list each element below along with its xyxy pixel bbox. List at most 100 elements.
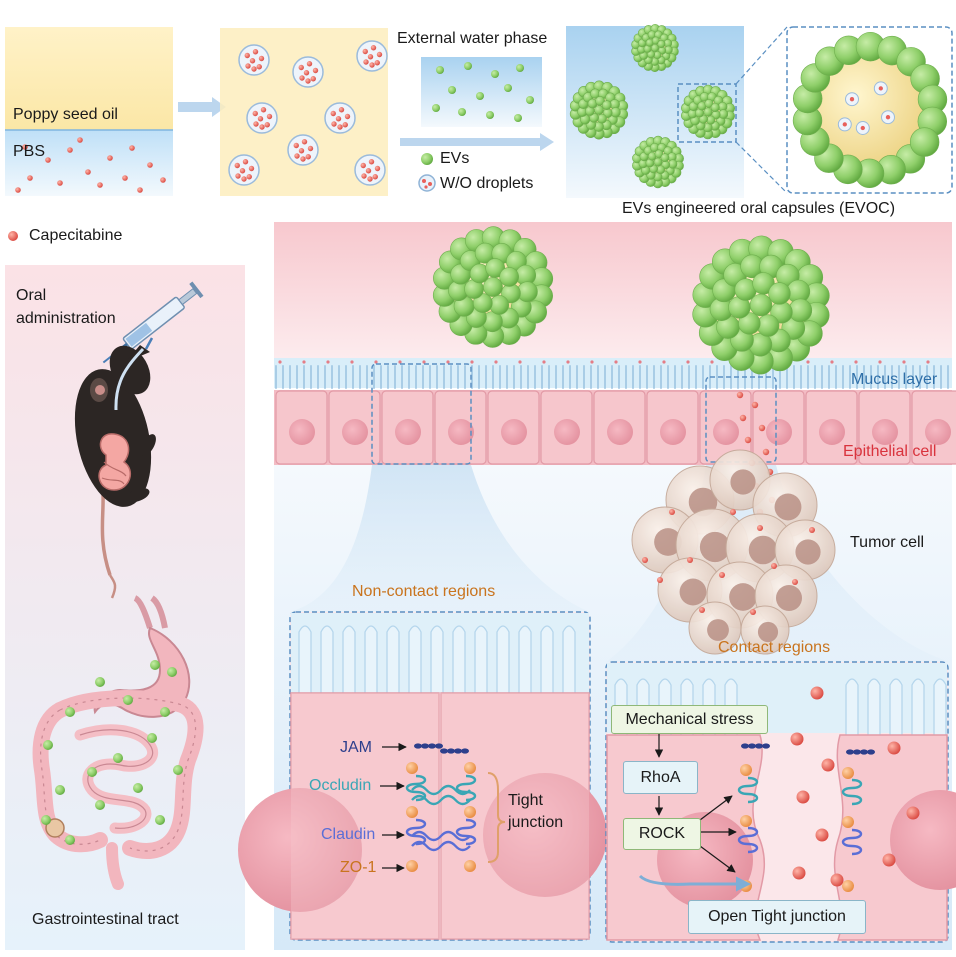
zoom-box-non-contact	[371, 363, 472, 465]
drug-dot	[792, 579, 798, 585]
ev-particle	[113, 753, 123, 763]
tumor-label: Tumor cell	[850, 534, 925, 551]
rhoa-box: RhoA	[623, 761, 698, 794]
capecitabine-legend-dot	[8, 231, 18, 241]
epithelial-cell	[858, 390, 911, 465]
jam-label: JAM	[340, 739, 372, 756]
capecitabine-label: Capecitabine	[29, 227, 123, 244]
drug-dot	[719, 572, 725, 578]
ev-particle	[476, 92, 484, 100]
drug-dot	[792, 866, 806, 880]
ev-particle	[436, 66, 444, 74]
evoc-capsule	[631, 23, 679, 73]
zo1-protein	[464, 806, 476, 818]
emulsion-panel	[220, 28, 388, 196]
epithelial-cell	[911, 390, 956, 465]
zoom-box-contact	[705, 376, 777, 463]
drug-dot	[129, 145, 135, 151]
jam-protein	[741, 743, 770, 749]
drug-dot	[699, 607, 705, 613]
process-arrow-2	[400, 133, 554, 151]
claudin-protein	[841, 828, 863, 856]
claudin-protein	[405, 818, 427, 846]
microvillus	[430, 625, 444, 693]
microvillus	[911, 678, 925, 735]
ev-particle	[514, 114, 522, 122]
evoc-capsule	[569, 80, 629, 140]
gastrointestinal-tract	[32, 595, 204, 890]
ev-particle	[87, 767, 97, 777]
microvillus	[342, 625, 356, 693]
microvillus	[320, 625, 334, 693]
epithelial-cell	[381, 390, 434, 465]
zo1-protein	[464, 762, 476, 774]
wo-droplet	[324, 102, 356, 134]
epithelial-cell	[487, 390, 540, 465]
zo1-protein	[406, 860, 418, 872]
open-tight-junction-box: Open Tight junction	[688, 900, 866, 934]
ev-particle	[516, 64, 524, 72]
drug-dot	[45, 157, 51, 163]
drug-dot	[821, 758, 835, 772]
drug-dot	[815, 828, 829, 842]
ev-particle	[486, 111, 494, 119]
ev-particle	[167, 667, 177, 677]
legend-droplets-label: W/O droplets	[440, 175, 534, 192]
tumor-cell	[740, 605, 790, 655]
jam-protein	[414, 743, 443, 749]
occludin-strand	[411, 794, 471, 806]
claudin-protein	[455, 818, 477, 846]
epithelial-cell	[275, 390, 328, 465]
microvillus	[496, 625, 510, 693]
ev-particle	[133, 783, 143, 793]
drug-dot	[758, 424, 766, 432]
drug-dot	[67, 147, 73, 153]
drug-dot	[137, 187, 143, 193]
microvillus	[540, 625, 554, 693]
oral-label-line2: administration	[16, 310, 116, 327]
claudin-label: Claudin	[321, 826, 376, 843]
ev-particle	[448, 86, 456, 94]
ev-particle	[155, 815, 165, 825]
drug-dot	[22, 144, 28, 150]
ev-particle	[173, 765, 183, 775]
mucus-layer	[274, 358, 952, 389]
drug-dot	[57, 180, 63, 186]
external-water-panel	[421, 57, 542, 127]
external-water-label: External water phase	[397, 30, 548, 47]
microvillus	[364, 625, 378, 693]
microvillus	[298, 625, 312, 693]
drug-dot	[762, 448, 770, 456]
tight-junction-label-line2: junction	[508, 814, 564, 831]
microvillus	[845, 678, 859, 735]
evoc-capsule	[681, 84, 735, 140]
zo1-protein	[740, 764, 752, 776]
drug-dot	[97, 182, 103, 188]
drug-dot	[27, 175, 33, 181]
ev-particle	[123, 695, 133, 705]
microvillus	[562, 625, 576, 693]
oil-pbs-panel	[5, 27, 173, 196]
drug-dot	[744, 436, 752, 444]
syringe	[102, 281, 204, 364]
ev-particle	[95, 800, 105, 810]
tight-junction-label-line1: Tight	[508, 792, 543, 809]
ev-particle	[526, 96, 534, 104]
occludin-protein	[455, 774, 477, 802]
drug-dot	[147, 162, 153, 168]
legend-evs-label: EVs	[440, 150, 470, 167]
evoc-capsule	[432, 226, 554, 348]
drug-dot	[77, 137, 83, 143]
drug-dot	[887, 741, 901, 755]
non-contact-label: Non-contact regions	[352, 583, 496, 600]
wo-droplet	[354, 154, 386, 186]
ev-particle	[160, 707, 170, 717]
mechanical-stress-box: Mechanical stress	[611, 705, 768, 734]
oil-label: Poppy seed oil	[13, 106, 118, 123]
zo1-protein	[842, 767, 854, 779]
drug-dot	[669, 509, 675, 515]
microvillus	[933, 678, 947, 735]
drug-dot	[882, 853, 896, 867]
drug-dot	[730, 509, 736, 515]
